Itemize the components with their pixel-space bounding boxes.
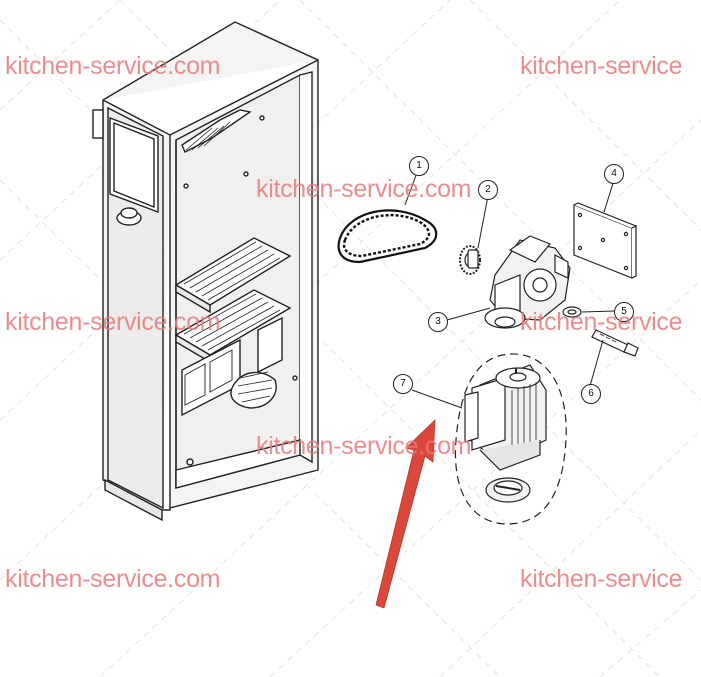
gearbox-drawing [484,235,571,329]
leader-5 [581,310,615,313]
sprocket-drawing [459,245,481,275]
leader-7 [411,389,463,409]
motor-drawing [454,353,567,525]
pointer-arrow [375,419,436,609]
callout-2: 2 [478,180,498,200]
leader-1 [404,169,419,206]
cabinet-drawing [92,21,319,522]
leader-3 [446,307,491,321]
mounting-plate-drawing [573,202,638,279]
callout-1: 1 [409,156,429,176]
callout-7: 7 [393,374,413,394]
chain-drawing [337,209,438,264]
callout-3: 3 [428,312,448,332]
leader-2 [477,195,489,249]
callout-4: 4 [604,164,624,184]
washer-drawing [562,306,582,318]
bolt-drawing [591,329,639,357]
leader-6 [589,339,604,387]
leader-4 [603,179,615,213]
callout-6: 6 [581,384,601,404]
callout-5: 5 [614,302,634,322]
